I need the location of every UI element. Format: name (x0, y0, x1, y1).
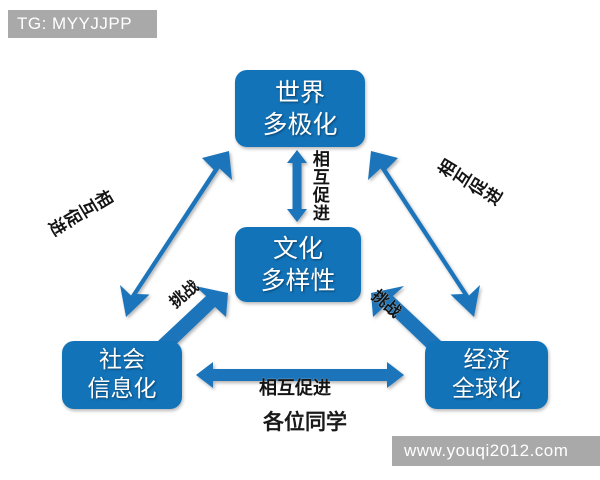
node-left-line2: 信息化 (87, 376, 157, 402)
arrow-label-vertical-center: 相互促进 (308, 150, 329, 222)
arrow-label-bottom-left-diagonal: 挑战 (165, 276, 203, 312)
node-right-line1: 经济 (463, 346, 510, 373)
arrow-label-top-left-diagonal: 相互促进 (43, 183, 116, 238)
node-cultural-diversity[interactable]: 文化 多样性 (235, 227, 361, 302)
arrow-label-top-right-diagonal: 相互促进 (433, 157, 506, 212)
node-top-line2: 多极化 (262, 109, 338, 139)
note-students: 各位同学 (263, 410, 347, 434)
node-social-informatization[interactable]: 社会 信息化 (62, 341, 182, 409)
arrow-label-bottom-right-diagonal: 挑战 (368, 286, 405, 322)
watermark-overlay: www.youqi2012.com (392, 436, 600, 466)
node-center-line2: 多样性 (260, 265, 336, 295)
node-world-multipolarization[interactable]: 世界 多极化 (235, 70, 365, 147)
node-top-line1: 世界 (274, 77, 325, 107)
node-economic-globalization[interactable]: 经济 全球化 (425, 341, 548, 409)
arrow-vertical-center (287, 150, 307, 222)
watermark-text: www.youqi2012.com (404, 441, 569, 460)
node-left-line1: 社会 (99, 346, 145, 373)
node-center-line1: 文化 (272, 233, 323, 263)
node-right-line2: 全球化 (452, 376, 521, 402)
tg-tag-text: TG: MYYJJPP (17, 14, 133, 33)
arrow-label-bottom-horizontal: 相互促进 (259, 378, 331, 399)
tg-tag-overlay: TG: MYYJJPP (8, 10, 157, 38)
